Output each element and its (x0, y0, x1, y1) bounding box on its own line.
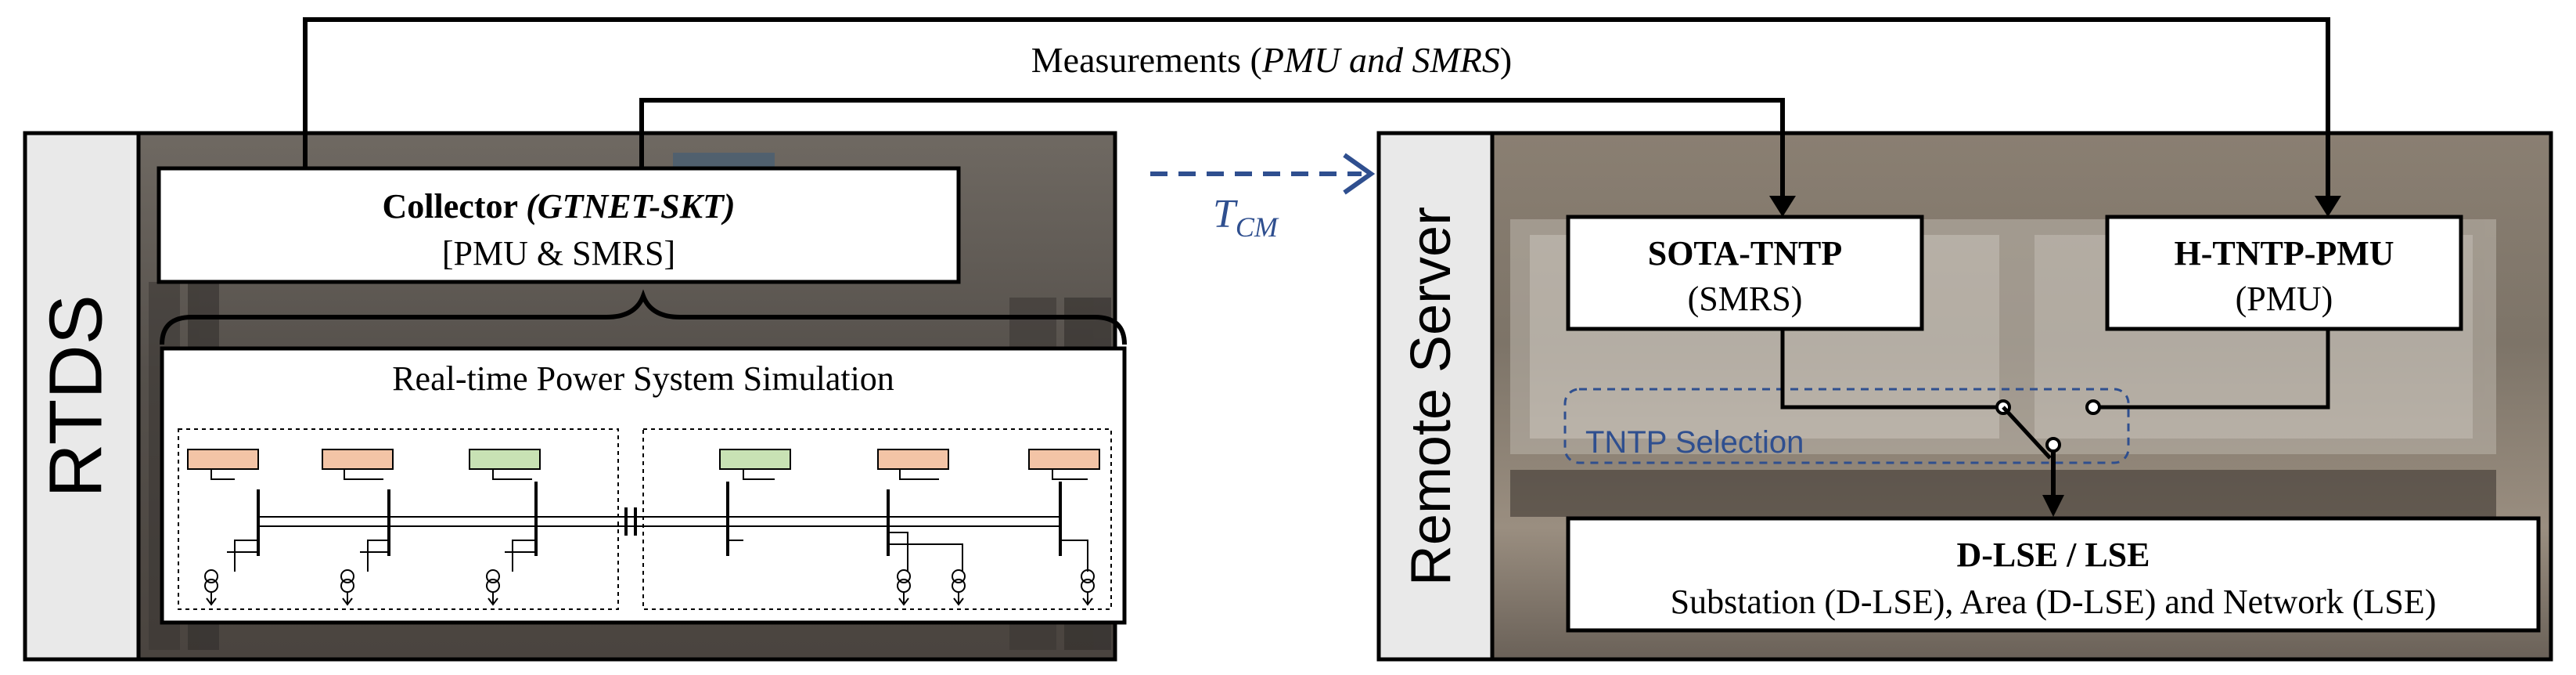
pmu-link-line (303, 17, 2330, 200)
tntp-selection-label: TNTP Selection (1585, 425, 1804, 460)
smrs-link-arrowhead (1769, 196, 1796, 217)
pmu-link-arrowhead (2315, 196, 2341, 217)
tntp-selector-switch (1780, 329, 2330, 517)
dlse-box (1566, 516, 2541, 633)
measurements-label-bg (990, 34, 1553, 86)
sota-tntp-box (1566, 215, 1924, 331)
rtds-label-strip (23, 131, 141, 662)
transfer-arrow (1150, 153, 1376, 195)
rtds-label: RTDS (34, 294, 117, 498)
measurement-links (303, 17, 2341, 217)
collector-title-main: Collector (383, 187, 527, 226)
sota-tntp-title: SOTA-TNTP (1648, 234, 1843, 273)
transfer-time-symbol: T (1213, 192, 1238, 236)
transfer-time-label: TCM (1213, 192, 1279, 243)
h-tntp-pmu-box (2105, 215, 2463, 331)
smrs-device (719, 449, 791, 470)
rtds-panel: RTDS Collector (GTNET-SKT) [PMU & SMRS] … (23, 131, 1127, 662)
sota-tntp-subtitle: (SMRS) (1688, 280, 1803, 318)
smrs-device (469, 449, 541, 470)
pmu-device (877, 449, 949, 470)
collector-title-protocol: (GTNET-SKT) (526, 187, 735, 226)
h-tntp-pmu-title: H-TNTP-PMU (2174, 234, 2394, 273)
measurements-label: Measurements (PMU and SMRS) (1031, 40, 1512, 80)
collector-subtitle: [PMU & SMRS] (442, 234, 675, 273)
dlse-title: D-LSE / LSE (1957, 536, 2150, 574)
remote-label-strip (1376, 131, 1495, 662)
pmu-device (1028, 449, 1100, 470)
tntp-selection-region (1563, 388, 2130, 464)
power-system-schematic (178, 428, 1112, 610)
area-two-frame (642, 428, 1112, 610)
measurements-prefix: Measurements ( (1031, 40, 1262, 80)
measurements-types: PMU and SMRS (1261, 40, 1500, 80)
simulation-title: Real-time Power System Simulation (392, 359, 894, 398)
collector-brace (160, 289, 1127, 345)
collector-title: Collector (GTNET-SKT) (383, 187, 736, 226)
remote-server-panel: Remote Server SOTA-TNTP (SMRS) H-TNTP-PM… (1376, 131, 2553, 662)
load-symbols (204, 569, 1095, 606)
pmu-device (187, 449, 259, 470)
area-one-frame (178, 428, 619, 610)
remote-server-label: Remote Server (1400, 207, 1462, 586)
smrs-link-line (639, 98, 1785, 200)
transfer-time-subscript: CM (1236, 211, 1279, 243)
dlse-subtitle: Substation (D-LSE), Area (D-LSE) and Net… (1671, 583, 2437, 621)
measurements-suffix: ) (1500, 40, 1512, 80)
pmu-device (322, 449, 394, 470)
h-tntp-pmu-subtitle: (PMU) (2236, 280, 2333, 318)
collector-box (157, 166, 961, 284)
